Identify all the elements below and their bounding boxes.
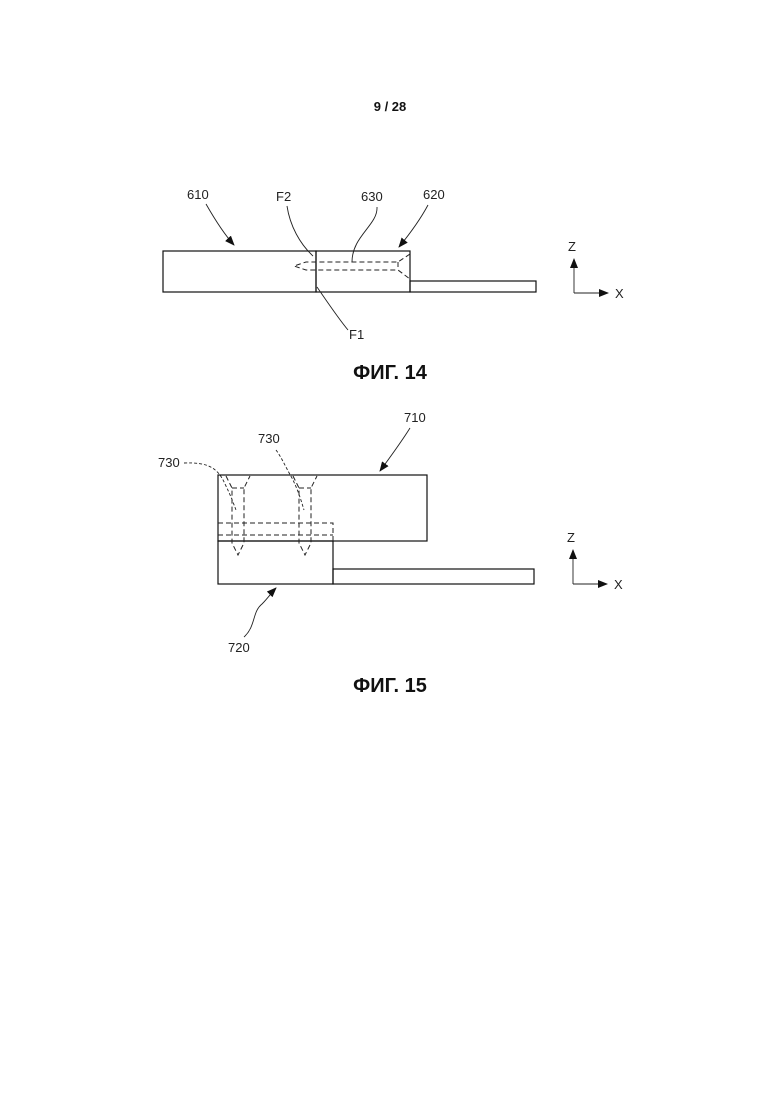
figure-15: 710 730 730 720 Z X ФИГ. 15: [158, 410, 623, 697]
part-710-block: [218, 475, 427, 541]
part-620-extension: [410, 281, 536, 292]
leader-710: [380, 428, 410, 471]
axis-z-label: Z: [567, 530, 575, 545]
caption-figure-15: ФИГ. 15: [353, 675, 427, 697]
leader-620: [399, 205, 428, 247]
label-730-left: 730: [158, 455, 180, 470]
fastener-730-right-hidden: [293, 476, 317, 555]
leader-720: [244, 588, 276, 637]
label-720: 720: [228, 640, 250, 655]
part-620-block: [316, 251, 410, 292]
axes-figure-14: Z X: [568, 239, 624, 301]
hidden-recess: [218, 523, 333, 541]
leader-730-right: [276, 450, 304, 510]
leader-F1: [317, 287, 348, 330]
axis-z-label: Z: [568, 239, 576, 254]
leader-F2: [287, 206, 313, 256]
part-610-block: [163, 251, 316, 292]
axis-x-label: X: [615, 286, 624, 301]
caption-figure-14: ФИГ. 14: [353, 362, 428, 384]
axis-x-label: X: [614, 577, 623, 592]
label-730-right: 730: [258, 431, 280, 446]
label-630: 630: [361, 189, 383, 204]
leader-610: [206, 204, 234, 245]
label-F2: F2: [276, 189, 291, 204]
fastener-730-left-hidden: [226, 476, 250, 555]
leader-630: [352, 207, 377, 262]
label-710: 710: [404, 410, 426, 425]
part-720-block: [218, 541, 333, 584]
figure-14: 610 F2 630 620 F1 Z X ФИГ. 14: [163, 187, 624, 384]
label-F1: F1: [349, 327, 364, 342]
part-720-extension: [333, 569, 534, 584]
axes-figure-15: Z X: [567, 530, 623, 592]
label-610: 610: [187, 187, 209, 202]
label-620: 620: [423, 187, 445, 202]
leader-730-left: [184, 463, 236, 510]
